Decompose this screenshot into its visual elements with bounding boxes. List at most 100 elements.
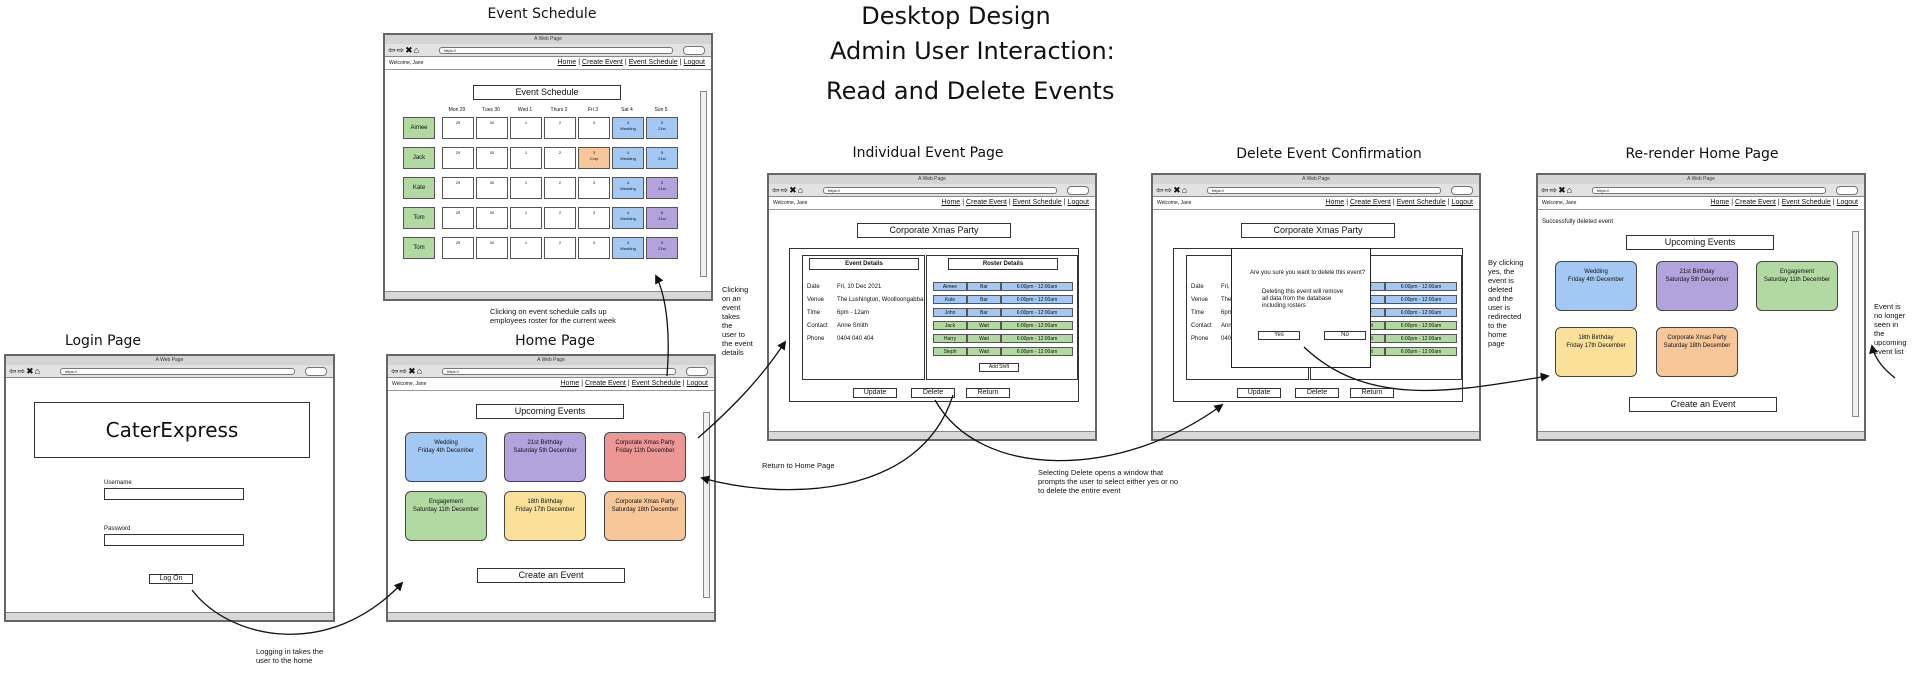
nav-home[interactable]: Home bbox=[941, 199, 961, 206]
schedule-cell[interactable]: 1 bbox=[510, 177, 542, 199]
schedule-cell[interactable]: 29 bbox=[442, 177, 474, 199]
scrollbar[interactable] bbox=[703, 412, 710, 598]
schedule-cell[interactable]: 2 bbox=[544, 147, 576, 169]
return-button[interactable]: Return bbox=[1350, 388, 1394, 398]
url-field[interactable]: https:// bbox=[439, 47, 673, 54]
nav-event-schedule[interactable]: Event Schedule bbox=[1781, 199, 1831, 206]
url-field[interactable]: https:// bbox=[442, 368, 676, 375]
nav-create-event[interactable]: Create Event bbox=[582, 59, 623, 66]
log-on-button[interactable]: Log On bbox=[149, 574, 193, 584]
search-pill[interactable] bbox=[683, 46, 705, 55]
search-pill[interactable] bbox=[1836, 186, 1858, 195]
confirm-yes-button[interactable]: Yes bbox=[1258, 331, 1300, 340]
nav-event-schedule[interactable]: Event Schedule bbox=[628, 59, 678, 66]
browser-nav-icons[interactable]: ⇦⇨✖⌂ bbox=[9, 366, 42, 376]
url-field[interactable]: https:// bbox=[60, 368, 295, 375]
schedule-cell[interactable]: 1 bbox=[510, 207, 542, 229]
nav-event-schedule[interactable]: Event Schedule bbox=[631, 380, 681, 387]
schedule-cell[interactable]: 30 bbox=[476, 237, 508, 259]
schedule-cell[interactable]: 30 bbox=[476, 177, 508, 199]
scrollbar[interactable] bbox=[700, 91, 707, 277]
password-input[interactable] bbox=[104, 534, 244, 546]
schedule-cell[interactable]: 30 bbox=[476, 117, 508, 139]
confirm-no-button[interactable]: No bbox=[1324, 331, 1366, 340]
nav-event-schedule[interactable]: Event Schedule bbox=[1012, 199, 1062, 206]
nav-home[interactable]: Home bbox=[1710, 199, 1730, 206]
schedule-cell[interactable]: 1 bbox=[510, 237, 542, 259]
delete-button[interactable]: Delete bbox=[911, 388, 955, 398]
delete-button[interactable]: Delete bbox=[1295, 388, 1339, 398]
nav-logout[interactable]: Logout bbox=[683, 59, 705, 66]
schedule-cell[interactable]: 2 bbox=[544, 177, 576, 199]
scrollbar[interactable] bbox=[1852, 231, 1859, 417]
nav-logout[interactable]: Logout bbox=[686, 380, 708, 387]
return-button[interactable]: Return bbox=[966, 388, 1010, 398]
nav-event-schedule[interactable]: Event Schedule bbox=[1396, 199, 1446, 206]
schedule-cell[interactable]: 1 bbox=[510, 117, 542, 139]
username-input[interactable] bbox=[104, 488, 244, 500]
search-pill[interactable] bbox=[305, 367, 327, 376]
schedule-cell[interactable]: 2 bbox=[544, 237, 576, 259]
browser-nav-icons[interactable]: ⇦⇨✖⌂ bbox=[772, 185, 805, 195]
schedule-cell[interactable]: 1 bbox=[510, 147, 542, 169]
search-pill[interactable] bbox=[1451, 186, 1473, 195]
nav-logout[interactable]: Logout bbox=[1451, 199, 1473, 206]
browser-nav-icons[interactable]: ⇦⇨✖⌂ bbox=[388, 45, 421, 55]
schedule-cell[interactable]: 30 bbox=[476, 147, 508, 169]
schedule-cell[interactable]: 30 bbox=[476, 207, 508, 229]
create-event-button[interactable]: Create an Event bbox=[1629, 397, 1777, 412]
nav-logout[interactable]: Logout bbox=[1067, 199, 1089, 206]
browser-nav-icons[interactable]: ⇦⇨✖⌂ bbox=[391, 366, 424, 376]
schedule-cell[interactable]: 3 bbox=[578, 207, 610, 229]
search-pill[interactable] bbox=[1067, 186, 1089, 195]
schedule-cell[interactable]: 2 bbox=[544, 117, 576, 139]
add-shift-button[interactable]: Add Shift bbox=[979, 363, 1019, 372]
schedule-cell[interactable]: 29 bbox=[442, 237, 474, 259]
nav-home[interactable]: Home bbox=[1325, 199, 1345, 206]
browser-nav-icons[interactable]: ⇦⇨✖⌂ bbox=[1156, 185, 1189, 195]
nav-create-event[interactable]: Create Event bbox=[966, 199, 1007, 206]
url-field[interactable]: https:// bbox=[1207, 187, 1441, 194]
nav-create-event[interactable]: Create Event bbox=[1735, 199, 1776, 206]
url-field[interactable]: https:// bbox=[823, 187, 1057, 194]
schedule-cell[interactable]: 29 bbox=[442, 207, 474, 229]
schedule-cell[interactable]: 3 bbox=[578, 117, 610, 139]
nav-logout[interactable]: Logout bbox=[1836, 199, 1858, 206]
schedule-cell[interactable]: 3 bbox=[578, 177, 610, 199]
create-event-button[interactable]: Create an Event bbox=[477, 568, 625, 583]
url-field[interactable]: https:// bbox=[1592, 187, 1826, 194]
schedule-cell[interactable]: 29 bbox=[442, 117, 474, 139]
update-button[interactable]: Update bbox=[853, 388, 897, 398]
search-pill[interactable] bbox=[686, 367, 708, 376]
schedule-cell[interactable]: 29 bbox=[442, 147, 474, 169]
nav-create-event[interactable]: Create Event bbox=[585, 380, 626, 387]
schedule-cell[interactable]: 2 bbox=[544, 207, 576, 229]
update-button[interactable]: Update bbox=[1237, 388, 1281, 398]
